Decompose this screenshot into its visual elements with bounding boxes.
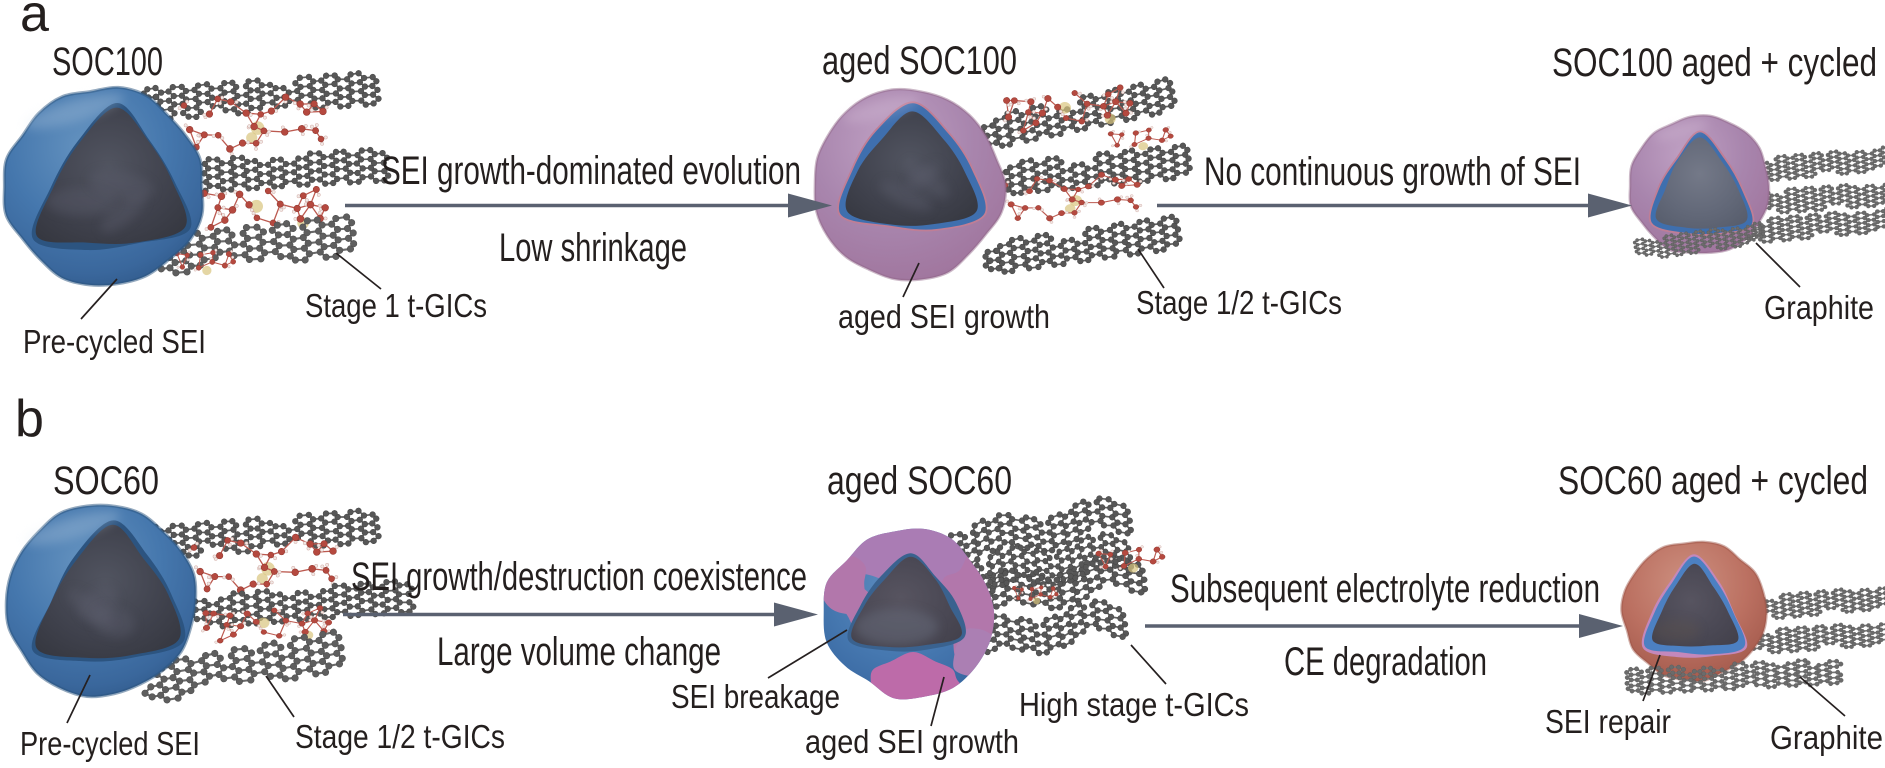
svg-text:Stage 1 t-GICs: Stage 1 t-GICs (305, 287, 487, 324)
svg-text:aged SEI growth: aged SEI growth (838, 298, 1050, 335)
svg-text:SEI repair: SEI repair (1545, 703, 1671, 740)
svg-text:Large volume change: Large volume change (437, 630, 721, 674)
svg-text:SOC60: SOC60 (53, 459, 159, 503)
svg-text:Stage 1/2 t-GICs: Stage 1/2 t-GICs (1136, 284, 1342, 321)
svg-text:SOC100: SOC100 (52, 40, 163, 84)
svg-text:No continuous growth of SEI: No continuous growth of SEI (1204, 150, 1581, 194)
svg-text:SOC60 aged + cycled: SOC60 aged + cycled (1558, 459, 1868, 503)
svg-text:SEI growth/destruction coexist: SEI growth/destruction coexistence (351, 555, 807, 599)
svg-text:Graphite: Graphite (1764, 289, 1874, 326)
svg-text:Low shrinkage: Low shrinkage (499, 226, 687, 270)
svg-text:CE degradation: CE degradation (1284, 640, 1487, 684)
svg-text:aged SOC100: aged SOC100 (822, 39, 1017, 83)
svg-text:a: a (20, 0, 49, 43)
svg-text:SEI growth-dominated evolution: SEI growth-dominated evolution (381, 149, 801, 193)
svg-text:b: b (15, 390, 44, 448)
svg-text:Subsequent electrolyte reducti: Subsequent electrolyte reduction (1170, 567, 1600, 611)
svg-text:SOC100 aged + cycled: SOC100 aged + cycled (1552, 41, 1877, 85)
svg-text:aged SEI growth: aged SEI growth (805, 723, 1019, 760)
svg-text:SEI breakage: SEI breakage (671, 678, 840, 715)
svg-text:Stage 1/2 t-GICs: Stage 1/2 t-GICs (295, 718, 505, 755)
svg-text:Pre-cycled SEI: Pre-cycled SEI (20, 725, 200, 762)
svg-text:High stage t-GICs: High stage t-GICs (1019, 686, 1249, 723)
svg-text:Pre-cycled SEI: Pre-cycled SEI (23, 323, 206, 360)
svg-text:aged SOC60: aged SOC60 (827, 459, 1012, 503)
svg-text:Graphite: Graphite (1770, 719, 1883, 756)
